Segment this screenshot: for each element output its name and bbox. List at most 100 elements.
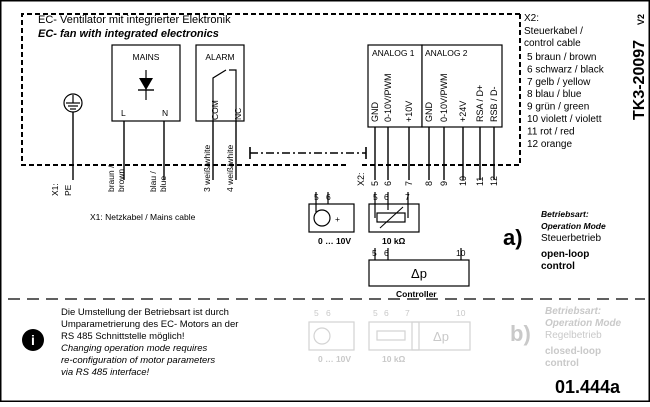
fan-enclosure — [21, 13, 521, 166]
note-en-2: re-configuration of motor parameters — [61, 355, 215, 366]
analog-1-title: ANALOG 1 — [372, 48, 415, 58]
alarm-nc-label: NC — [233, 108, 243, 120]
cable-item: 8 blau / blue — [527, 89, 582, 100]
analog-terminal-label: 0-10V/PWM — [383, 73, 393, 122]
mains-title: MAINS — [133, 52, 160, 62]
doc-code: TK3-20097 — [631, 40, 648, 120]
analog-1-box: ANALOG 1 — [367, 44, 423, 128]
mains-box: MAINS L N — [111, 44, 181, 122]
ghost-volt-pin-5: 5 — [314, 308, 319, 318]
mode-a-letter: a) — [503, 225, 523, 250]
diode-icon — [138, 70, 154, 100]
cable-item: 10 violett / violett — [527, 114, 602, 125]
ghost-pot-box — [368, 321, 420, 351]
alarm-box: ALARM COM NC — [195, 44, 245, 122]
wire-n-color-en: blue — [158, 176, 168, 192]
analog-terminal-number: 11 — [475, 177, 485, 186]
analog-terminal-number: 12 — [489, 176, 499, 186]
analog-terminal-number: 9 — [439, 181, 449, 186]
cable-heading-x2: X2: — [524, 13, 539, 24]
note-de-2: Umparametrierung des EC- Motors an der — [61, 319, 238, 330]
mode-b-letter: b) — [510, 321, 531, 346]
cable-item: 5 braun / brown — [527, 52, 597, 63]
ghost-pot-pin-6: 6 — [384, 308, 389, 318]
wire-l-color-de: braun / — [106, 165, 116, 192]
ghost-delta-p: Δp — [433, 329, 449, 344]
wire-n-color-de: blau / — [148, 171, 158, 192]
pe-ground — [63, 93, 83, 180]
pe-label: PE — [63, 184, 73, 196]
alarm-com-label: COM — [210, 100, 220, 120]
ctrl-pin-6: 6 — [384, 248, 389, 258]
analog-terminal-number: 10 — [458, 176, 468, 186]
title-en: EC- fan with integrated electronics — [38, 28, 219, 40]
cable-heading-de: Steuerkabel / — [524, 26, 583, 37]
ghost-ctrl-pin-10: 10 — [456, 308, 466, 318]
mains-l-label: L — [121, 108, 126, 118]
ghost-pot-icon — [376, 330, 406, 341]
ghost-devices: 5 6 0 … 10V 5 6 7 10 kΩ Δp 10 — [308, 308, 471, 364]
mode-a-line-4: open-loop — [541, 249, 589, 260]
cable-item: 9 grün / green — [527, 102, 589, 113]
ghost-volt-label: 0 … 10V — [318, 354, 351, 364]
analog-terminal-label: +24V — [458, 101, 468, 122]
mode-a-line-1: Betriebsart: — [541, 209, 589, 219]
ghost-voltage-icon — [313, 327, 331, 345]
info-note: i Die Umstellung der Betriebsart ist dur… — [22, 307, 238, 378]
note-de-1: Die Umstellung der Betriebsart ist durch — [61, 307, 229, 318]
mode-b-line-4: closed-loop — [545, 346, 601, 357]
cable-item: 6 schwarz / black — [527, 64, 605, 75]
pot-label: 10 kΩ — [382, 236, 406, 246]
ghost-pot-pin-7: 7 — [405, 308, 410, 318]
mode-b-line-3: Regelbetrieb — [545, 330, 602, 341]
cable-list: X2: Steuerkabel / control cable 5 braun … — [524, 13, 605, 150]
voltage-source-icon — [313, 209, 331, 227]
analog-terminal-label: RSA / D+ — [475, 85, 485, 122]
analog-terminal-label: GND — [424, 102, 434, 123]
mode-b-line-2: Operation Mode — [545, 318, 622, 329]
alarm-wire-4: 4 weiß/white — [225, 144, 235, 192]
ghost-voltage-box — [308, 321, 355, 351]
analog-terminal-label: GND — [370, 102, 380, 123]
analog-terminals: GND50-10V/PWM6+10V7GND80-10V/PWM9+24V10R… — [370, 73, 499, 186]
potentiometer-box: 5 6 7 10 kΩ — [368, 192, 420, 246]
ghost-pot-label: 10 kΩ — [382, 354, 406, 364]
analog-terminal-number: 6 — [383, 181, 393, 186]
netzkabel-label: X1: Netzkabel / Mains cable — [90, 212, 196, 222]
mode-b-line-5: control — [545, 358, 579, 369]
mode-b-line-1: Betriebsart: — [545, 306, 601, 317]
mode-a-line-5: control — [541, 261, 575, 272]
mains-n-label: N — [162, 108, 168, 118]
ghost-pot-pin-5: 5 — [373, 308, 378, 318]
alarm-title: ALARM — [205, 52, 234, 62]
cable-item: 11 rot / red — [527, 126, 575, 137]
cable-heading-en: control cable — [524, 38, 581, 49]
info-icon-glyph: i — [31, 332, 35, 348]
controller-label: Controller — [396, 289, 437, 299]
drawing-number: 01.444a — [555, 377, 621, 397]
cable-item: 7 gelb / yellow — [527, 77, 591, 88]
wire-l-color-en: brown — [116, 169, 126, 192]
pe-x1-label: X1: — [50, 183, 60, 196]
alarm-wire-3: 3 weiß/white — [202, 144, 212, 192]
ghost-controller-box — [411, 321, 471, 351]
note-en-3: via RS 485 interface! — [61, 367, 150, 378]
analog-2-title: ANALOG 2 — [425, 48, 468, 58]
pot-pin-6: 6 — [384, 192, 389, 202]
relay-contact-icon — [212, 69, 237, 121]
cable-item: 12 orange — [527, 139, 572, 150]
x2-terminal-label: X2: — [356, 172, 366, 186]
analog-terminal-label: RSB / D- — [489, 86, 499, 122]
voltage-source-box: 5 6 + 0 … 10V — [308, 192, 355, 246]
doc-version: V2 — [636, 14, 646, 25]
ghost-volt-pin-6: 6 — [326, 308, 331, 318]
analog-2-box: ANALOG 2 — [421, 44, 503, 128]
delta-p-label: Δp — [411, 266, 427, 281]
analog-terminal-label: +10V — [404, 101, 414, 122]
volt-label: 0 … 10V — [318, 236, 351, 246]
analog-terminal-number: 8 — [424, 181, 434, 186]
analog-terminal-number: 7 — [404, 181, 414, 186]
volt-plus-sign: + — [335, 214, 340, 224]
